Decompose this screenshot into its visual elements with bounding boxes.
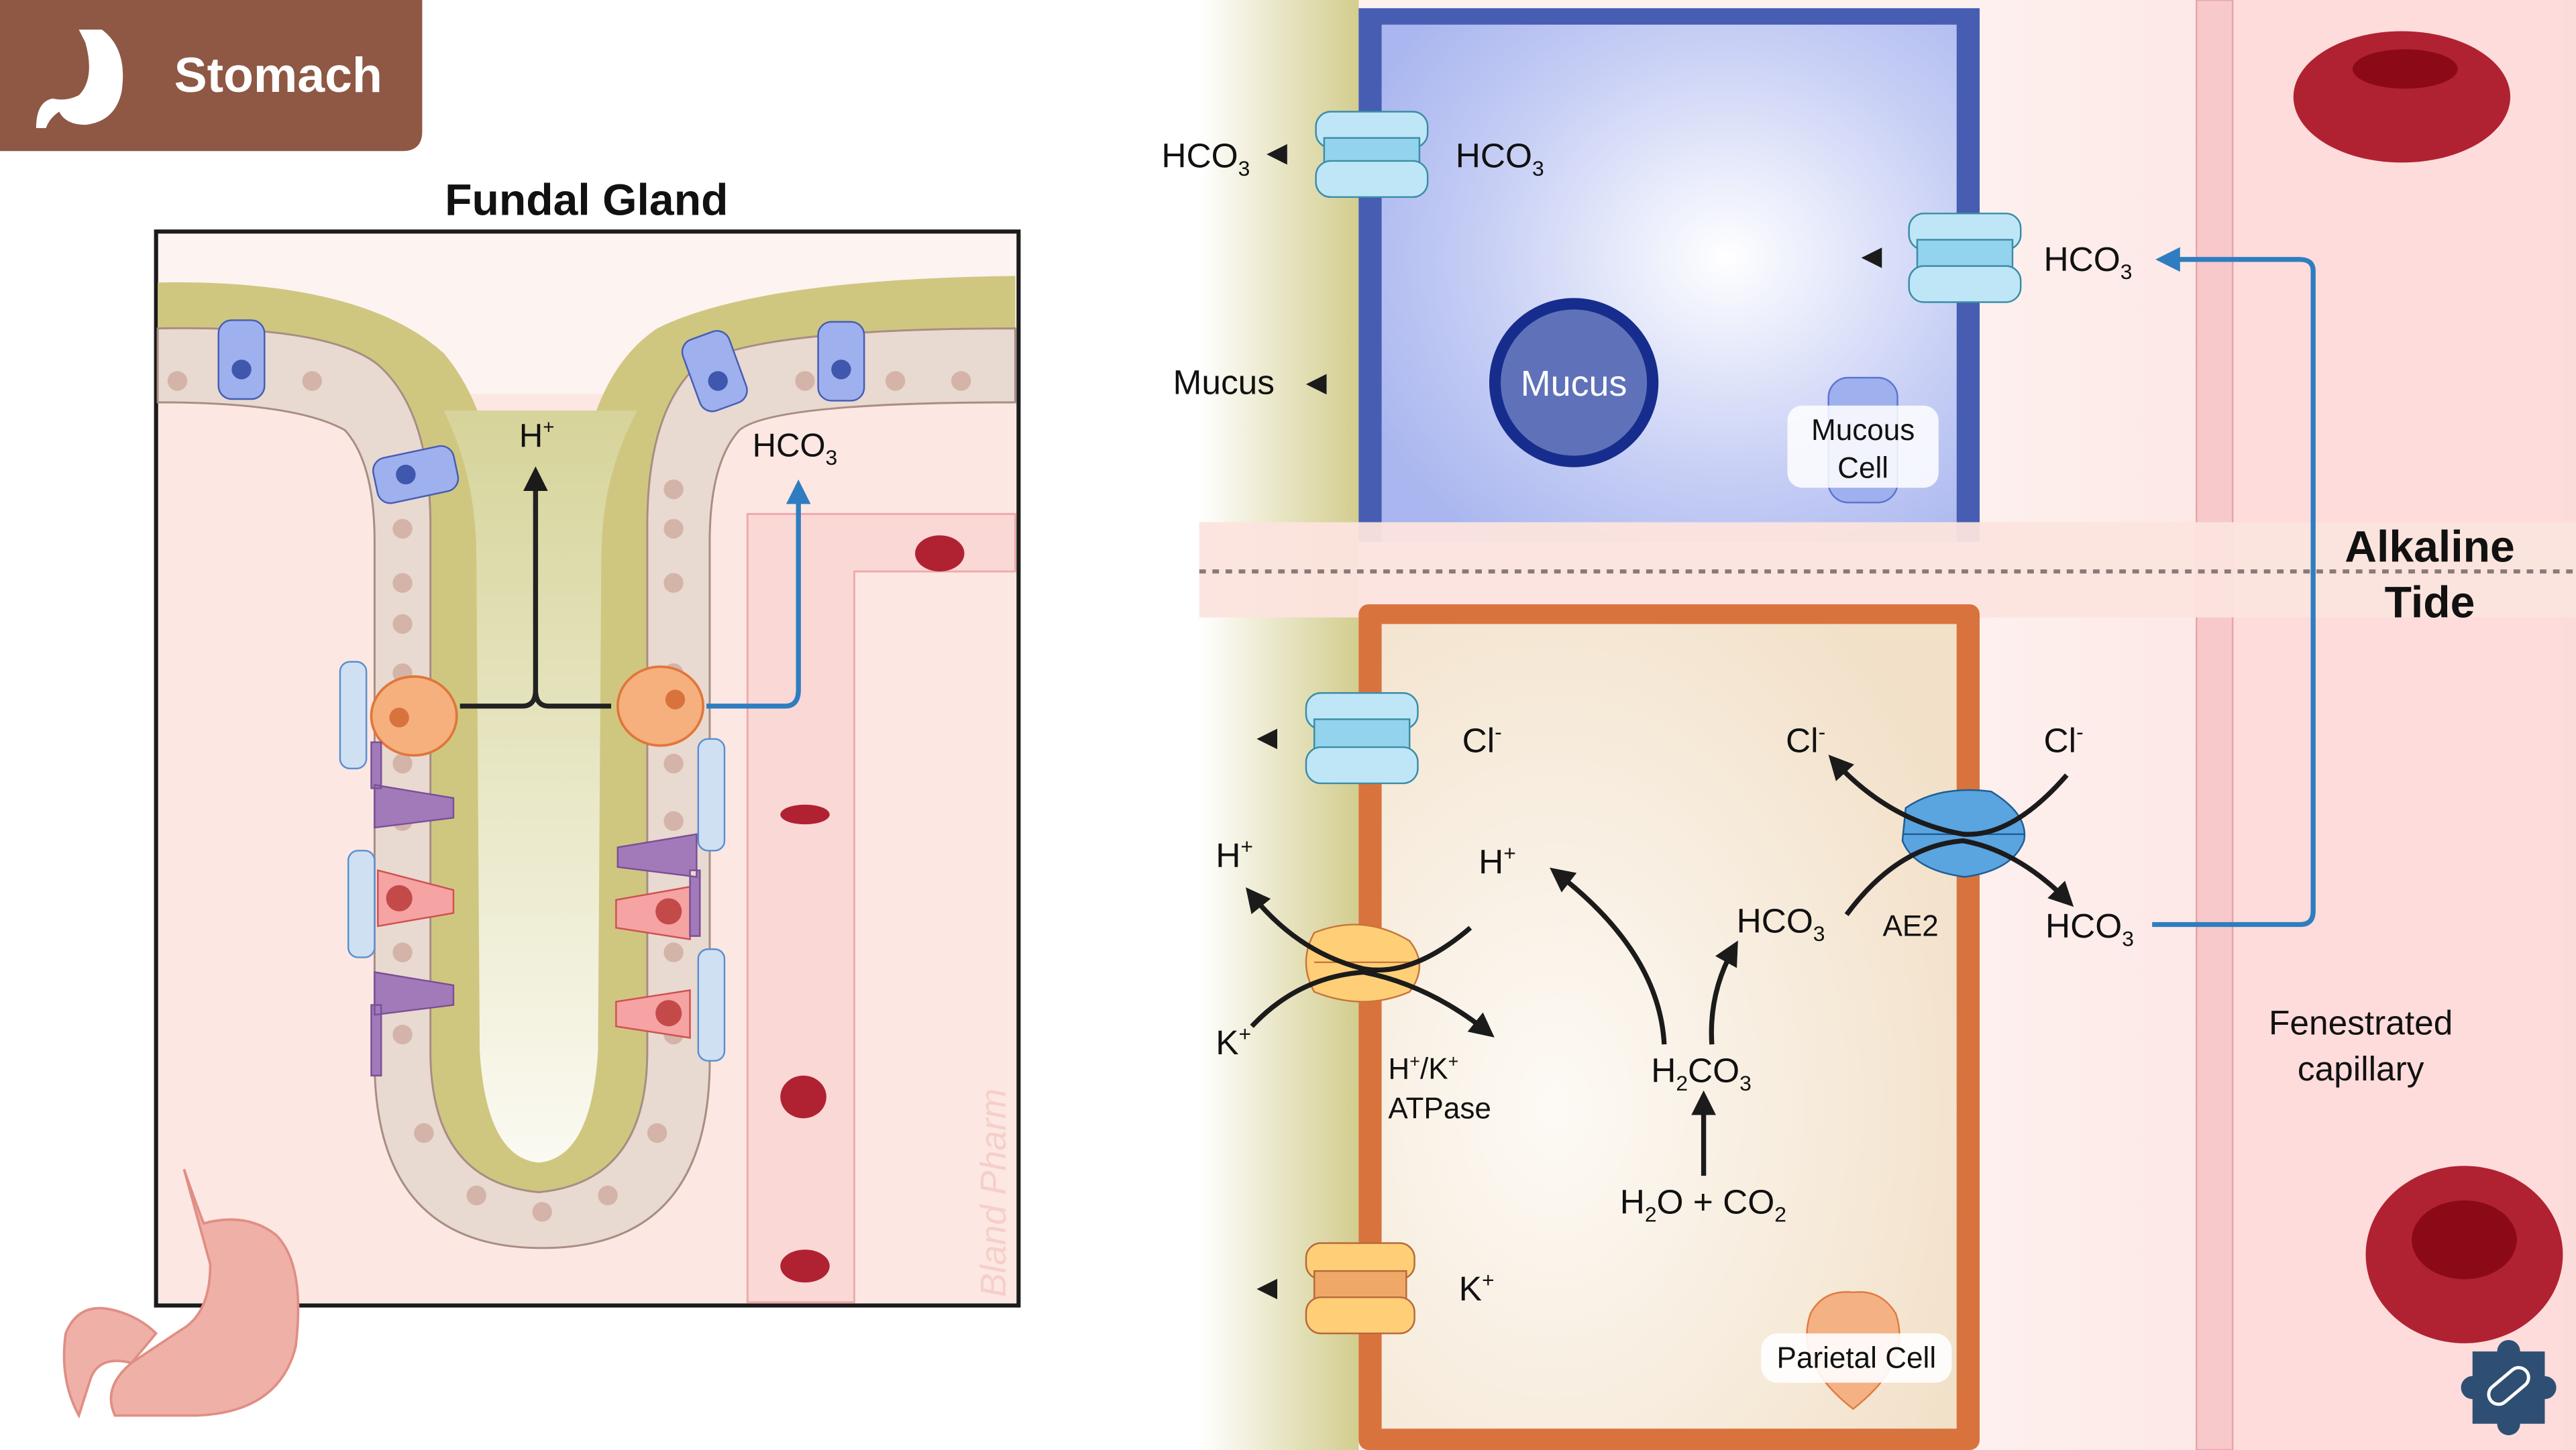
section-title: Stomach <box>174 47 382 103</box>
capillary-label-line1: Fenestrated <box>2269 1003 2453 1042</box>
surface-mucous-cell <box>217 319 865 504</box>
cl-cell-label: Cl- <box>1786 720 1825 760</box>
stomach-illustration-icon <box>62 1168 300 1419</box>
mucus-granule <box>1489 298 1659 467</box>
fundal-gland-title: Fundal Gland <box>445 176 728 225</box>
hco3-blood-exported-label: HCO3 <box>2045 906 2134 950</box>
hco3-export-arrow <box>1844 838 2074 916</box>
hco3-dissociation-arrow <box>1709 940 1738 1045</box>
h-plus-dissociation-arrow <box>1550 867 1667 1045</box>
hco3-lumen-label: HCO3 <box>1161 136 1250 180</box>
hco3-label: HCO3 <box>753 428 838 469</box>
gland-chief-cell <box>377 869 691 1039</box>
red-blood-cell <box>780 1249 830 1283</box>
stomach-icon <box>36 30 123 128</box>
red-blood-cell-bottom <box>2365 1166 2563 1343</box>
h-plus-cell-label: H+ <box>1479 841 1516 881</box>
hco3-blood-arrow <box>706 479 811 709</box>
basolateral-hco3-channel <box>1908 213 2022 303</box>
gland-epithelium <box>156 327 1016 1249</box>
mucous-cell-label-line2: Cell <box>1837 452 1888 485</box>
mucus-granule-label: Mucus <box>1521 364 1627 404</box>
capillary-endothelium <box>2196 0 2234 1450</box>
mucus-lumen-label: Mucus <box>1173 363 1275 402</box>
ae2-label: AE2 <box>1883 910 1939 943</box>
cl-uptake-arrow <box>1828 755 2069 837</box>
parietal-cell-label: Parietal Cell <box>1777 1342 1937 1375</box>
red-blood-cell <box>780 1075 826 1119</box>
atpase-label-line2: ATPase <box>1388 1092 1491 1125</box>
capillary-label-line2: capillary <box>2298 1049 2424 1088</box>
atpase-label-line1: H+/K+ <box>1388 1052 1458 1086</box>
gland-ecl-cell <box>339 661 726 1062</box>
cell-diagram-panel: HCO3 HCO3 HCO3 Mucus Mucus Mucous Cell <box>1161 0 2576 1450</box>
puzzle-capsule-icon[interactable] <box>2461 1339 2557 1435</box>
k-plus-lumen-label: K+ <box>1216 1021 1251 1062</box>
red-blood-cell <box>780 804 830 825</box>
epithelial-nuclei <box>167 371 971 1222</box>
alkaline-tide-label-line1: Alkaline <box>2345 522 2515 571</box>
h-k-atpase-pump <box>1305 924 1421 1003</box>
hco3-cell-label: HCO3 <box>1737 901 1825 946</box>
k-plus-channel-label: K+ <box>1459 1268 1495 1308</box>
mucous-cell-badge: Mucous Cell <box>1787 376 1939 504</box>
k-plus-pump-arrow <box>1250 969 1495 1038</box>
section-header: Stomach <box>0 0 423 152</box>
cl-blood-label: Cl- <box>2044 720 2084 760</box>
gland-lumen <box>443 410 638 1163</box>
hco3-blood-label: HCO3 <box>2044 239 2133 284</box>
fundal-gland-panel: H+ HCO3 Bland Pharm <box>154 229 1021 1308</box>
h2o-co2-label: H2O + CO2 <box>1620 1182 1786 1226</box>
watermark: Bland Pharm <box>973 1089 1014 1297</box>
h-plus-label: H+ <box>519 416 555 454</box>
alkaline-tide-label-line2: Tide <box>2385 578 2475 628</box>
h-plus-pump-arrow <box>1245 887 1472 973</box>
parietal-cell-badge: Parietal Cell <box>1761 1291 1952 1410</box>
hco3-intracellular-label: HCO3 <box>1456 136 1544 180</box>
mucous-cell-label-line1: Mucous <box>1811 414 1915 447</box>
gland-parietal-cell <box>370 665 704 757</box>
h2co3-label: H2CO3 <box>1651 1051 1752 1095</box>
red-blood-cell-top <box>2293 31 2511 163</box>
cl-apical-label: Cl- <box>1462 720 1502 760</box>
gland-enteroendocrine-cell <box>370 741 701 1076</box>
red-blood-cell <box>915 535 965 572</box>
h-plus-lumen-label: H+ <box>1216 834 1253 875</box>
gland-capillary <box>746 512 1016 1304</box>
h-plus-secretion-arrow-branch <box>533 689 612 709</box>
alkaline-tide-arrow <box>2152 247 2316 928</box>
